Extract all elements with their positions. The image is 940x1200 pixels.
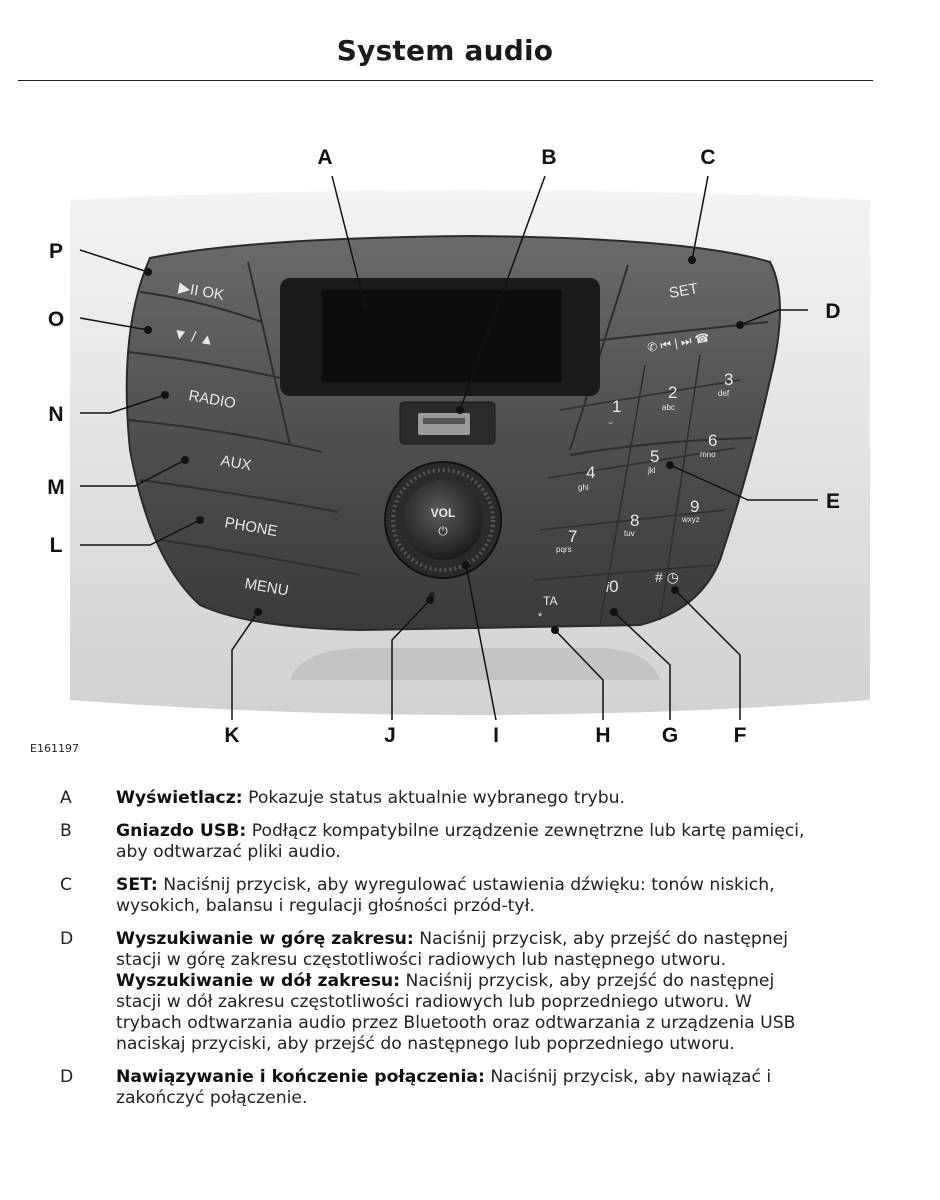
callout-g: G xyxy=(662,724,678,747)
legend-row: A Wyświetlacz: Pokazuje status aktualnie… xyxy=(58,788,878,809)
legend-desc: aby odtwarzać pliki audio. xyxy=(116,842,878,863)
legend-desc: stacji w górę zakresu częstotliwości rad… xyxy=(116,950,878,971)
legend-key: D xyxy=(58,1067,116,1109)
legend-row: B Gniazdo USB: Podłącz kompatybilne urzą… xyxy=(58,821,878,863)
ta-label: TA xyxy=(543,594,557,608)
key-6-letters: mno xyxy=(700,450,716,459)
key-5-letters: jkl xyxy=(647,466,656,475)
key-1-letters: ⌣ xyxy=(608,418,613,427)
legend-desc: Naciśnij przycisk, aby przejść do następ… xyxy=(406,971,775,991)
legend-term: Nawiązywanie i kończenie połączenia: xyxy=(116,1067,485,1087)
key-4-letters: ghi xyxy=(578,483,589,492)
key-8-letters: tuv xyxy=(624,529,635,538)
legend-key: C xyxy=(58,875,116,917)
figure-id: E161197 xyxy=(30,742,79,755)
key-0[interactable]: i0 xyxy=(606,577,619,596)
callout-d: D xyxy=(825,300,840,323)
callout-c: C xyxy=(700,146,715,169)
legend-desc: Podłącz kompatybilne urządzenie zewnętrz… xyxy=(252,821,805,841)
key-2[interactable]: 2 xyxy=(668,383,677,402)
legend-row: D Nawiązywanie i kończenie połączenia: N… xyxy=(58,1067,878,1109)
legend: A Wyświetlacz: Pokazuje status aktualnie… xyxy=(58,788,878,1121)
legend-term: Wyszukiwanie w dół zakresu: xyxy=(116,971,400,991)
power-icon: ⏻ xyxy=(438,524,448,538)
legend-row: D Wyszukiwanie w górę zakresu: Naciśnij … xyxy=(58,929,878,1055)
callout-j: J xyxy=(384,724,396,747)
key-3-letters: def xyxy=(718,389,730,398)
legend-text: Nawiązywanie i kończenie połączenia: Nac… xyxy=(116,1067,878,1109)
callout-o: O xyxy=(48,308,64,331)
key-7-letters: pqrs xyxy=(556,545,572,554)
key-6[interactable]: 6 xyxy=(708,431,717,450)
legend-desc: Pokazuje status aktualnie wybranego tryb… xyxy=(248,788,625,808)
page-title: System audio xyxy=(0,34,890,67)
callout-n: N xyxy=(48,403,63,426)
key-8[interactable]: 8 xyxy=(630,511,639,530)
hash-clock-icon[interactable]: # ◷ xyxy=(655,569,679,585)
legend-term: Wyświetlacz: xyxy=(116,788,243,808)
callout-h: H xyxy=(595,724,610,747)
key-1[interactable]: 1 xyxy=(612,397,621,416)
callout-k: K xyxy=(224,724,239,747)
callout-f: F xyxy=(734,724,747,747)
callout-l: L xyxy=(50,534,63,557)
legend-desc: stacji w dół zakresu częstotliwości radi… xyxy=(116,992,878,1013)
legend-key: D xyxy=(58,929,116,1055)
legend-desc: Naciśnij przycisk, aby wyregulować ustaw… xyxy=(163,875,774,895)
lower-vent xyxy=(290,648,660,680)
legend-row: C SET: Naciśnij przycisk, aby wyregulowa… xyxy=(58,875,878,917)
key-5[interactable]: 5 xyxy=(650,447,659,466)
legend-text: Wyświetlacz: Pokazuje status aktualnie w… xyxy=(116,788,878,809)
vol-label: VOL xyxy=(431,506,456,520)
key-3[interactable]: 3 xyxy=(724,370,733,389)
legend-term: Wyszukiwanie w górę zakresu: xyxy=(116,929,414,949)
legend-desc: naciskaj przyciski, aby przejść do nastę… xyxy=(116,1034,878,1055)
key-9[interactable]: 9 xyxy=(690,497,699,516)
legend-key: A xyxy=(58,788,116,809)
callout-i: I xyxy=(493,724,499,747)
legend-desc: Naciśnij przycisk, aby przejść do następ… xyxy=(419,929,788,949)
legend-text: Gniazdo USB: Podłącz kompatybilne urządz… xyxy=(116,821,878,863)
star-icon: * xyxy=(538,611,543,623)
callout-p: P xyxy=(49,240,63,263)
legend-desc: Naciśnij przycisk, aby nawiązać i xyxy=(490,1067,771,1087)
callout-m: M xyxy=(47,476,65,499)
legend-desc: zakończyć połączenie. xyxy=(116,1088,878,1109)
callout-b: B xyxy=(541,146,556,169)
volume-knob[interactable] xyxy=(403,480,483,560)
legend-desc: wysokich, balansu i regulacji głośności … xyxy=(116,896,878,917)
callout-a: A xyxy=(317,146,332,169)
legend-key: B xyxy=(58,821,116,863)
key-2-letters: abc xyxy=(662,403,675,412)
legend-term: Gniazdo USB: xyxy=(116,821,246,841)
callout-e: E xyxy=(826,490,840,513)
key-7[interactable]: 7 xyxy=(568,527,577,546)
legend-text: Wyszukiwanie w górę zakresu: Naciśnij pr… xyxy=(116,929,878,1055)
legend-text: SET: Naciśnij przycisk, aby wyregulować … xyxy=(116,875,878,917)
legend-desc: trybach odtwarzania audio przez Bluetoot… xyxy=(116,1013,878,1034)
title-rule xyxy=(18,80,873,81)
audio-panel-figure: VOL ⏻ ▶II OK ▼ / ▲ RADIO AUX PHONE MENU … xyxy=(0,110,940,770)
legend-term: SET: xyxy=(116,875,158,895)
key-4[interactable]: 4 xyxy=(586,463,595,482)
display-screen xyxy=(322,290,562,382)
key-9-letters: wxyz xyxy=(681,515,700,524)
